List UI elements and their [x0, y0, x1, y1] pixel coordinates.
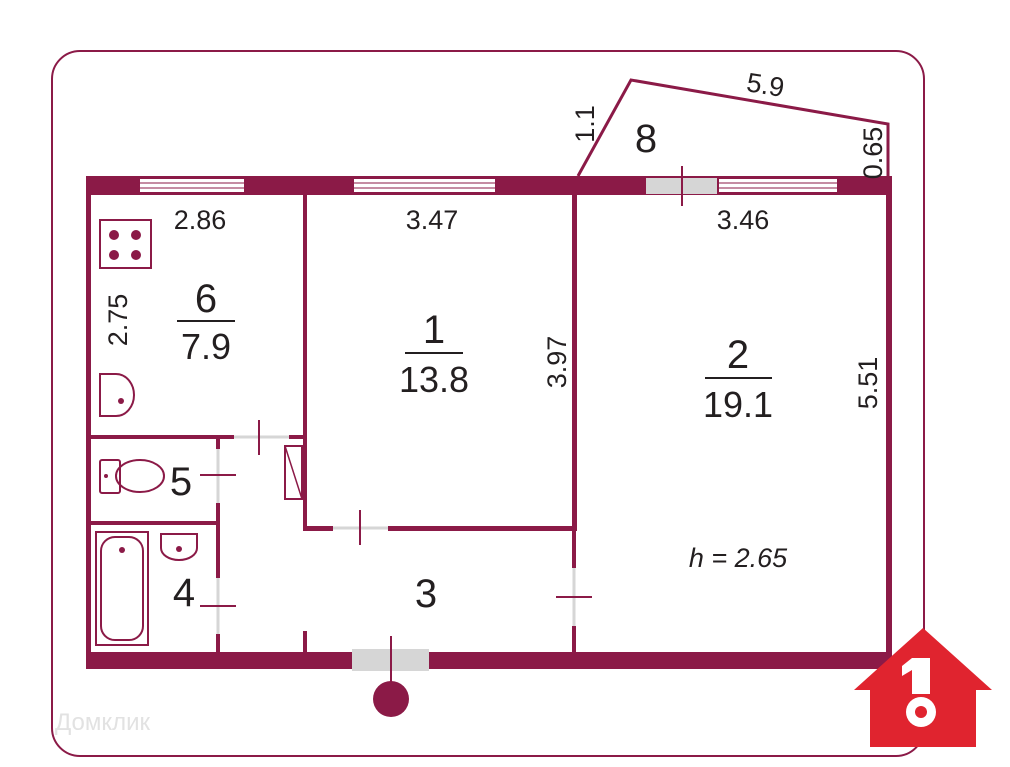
dim-balcony-side: 1.1 — [570, 105, 600, 143]
dim-kitchen-depth: 2.75 — [103, 294, 133, 347]
wall-room1-room2 — [572, 195, 577, 530]
stove-icon — [99, 219, 152, 269]
toilet-icon — [99, 459, 165, 494]
room-5-number: 5 — [170, 460, 192, 504]
wall-stub — [303, 631, 307, 652]
room-6-area: 7.9 — [181, 326, 231, 367]
door-room1 — [333, 510, 388, 545]
room-8-number: 8 — [635, 117, 657, 161]
logo-icon — [854, 628, 992, 747]
room-4-number: 4 — [173, 571, 195, 615]
wall-bath-hall — [216, 435, 220, 652]
dim-room2-depth: 5.51 — [853, 357, 883, 410]
dim-balcony-length: 5.9 — [745, 67, 787, 103]
bottom-wall — [86, 652, 892, 669]
balcony-outline — [576, 78, 890, 177]
room-6-number: 6 — [195, 277, 217, 321]
room-2-area: 19.1 — [703, 384, 773, 425]
window-room1 — [354, 179, 495, 192]
wall-kitchen-bottom — [86, 435, 307, 439]
door-room2 — [556, 568, 592, 626]
outer-frame — [51, 50, 925, 757]
entrance-door — [352, 636, 429, 684]
door-kitchen — [234, 420, 289, 455]
dim-balcony-depth: 0.65 — [858, 127, 888, 180]
balcony-door — [646, 166, 717, 206]
sink-icon — [99, 373, 135, 417]
wardrobe — [284, 445, 303, 500]
dim-room1-depth: 3.97 — [542, 336, 572, 389]
room-3-number: 3 — [415, 572, 437, 616]
door-wc — [200, 449, 236, 503]
right-wall — [886, 176, 892, 669]
window-kitchen — [140, 179, 244, 192]
ceiling-height: h = 2.65 — [689, 543, 788, 573]
bathtub-icon — [95, 531, 149, 646]
wall-kitchen-room1 — [303, 195, 307, 530]
dim-room2-width: 3.46 — [717, 205, 770, 235]
door-bath — [200, 578, 236, 634]
room-1-area: 13.8 — [399, 359, 469, 400]
watermark: Домклик — [55, 709, 151, 736]
dim-room1-width: 3.47 — [406, 205, 459, 235]
bath-sink-icon — [160, 533, 198, 561]
dim-kitchen-width: 2.86 — [174, 205, 227, 235]
window-room2 — [719, 179, 837, 192]
wall-room1-hall — [303, 526, 577, 531]
room-1-number: 1 — [423, 308, 445, 352]
wall-wc-bath — [86, 521, 219, 525]
room-2-number: 2 — [727, 333, 749, 377]
entrance-icon — [373, 681, 409, 717]
left-wall — [86, 176, 91, 669]
